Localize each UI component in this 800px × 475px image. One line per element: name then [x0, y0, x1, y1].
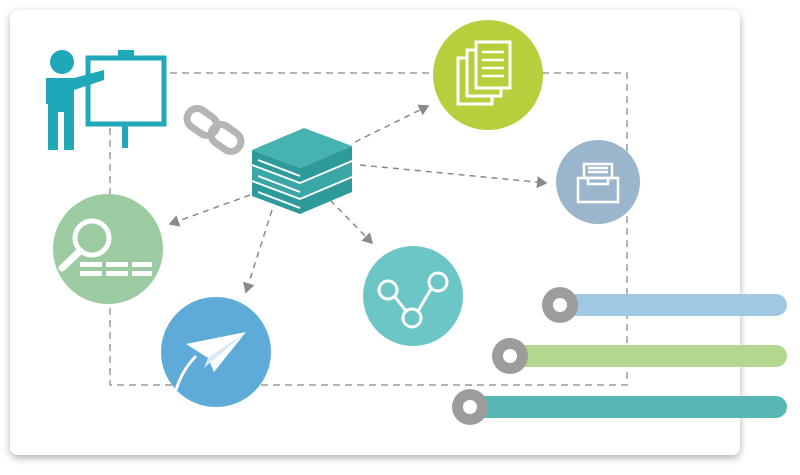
books-icon [252, 128, 352, 214]
documents-icon [433, 20, 543, 130]
slider-blue[interactable] [542, 287, 787, 323]
slider-green[interactable] [492, 338, 787, 374]
network-nodes-icon [363, 246, 463, 346]
paper-plane-icon [161, 297, 271, 407]
chain-link-icon [183, 105, 245, 155]
arrow-to-archive [359, 164, 548, 189]
slider-track[interactable] [510, 345, 787, 367]
slider-teal[interactable] [452, 389, 787, 425]
arrow-to-send [243, 209, 273, 294]
slider-track[interactable] [470, 396, 787, 418]
arrow-to-documents [354, 104, 430, 143]
presenter-icon [46, 50, 167, 150]
arrows [168, 104, 548, 294]
slider-track[interactable] [560, 294, 787, 316]
search-data-icon [53, 194, 163, 304]
arrow-to-search [168, 194, 251, 227]
archive-inbox-icon [556, 140, 640, 224]
